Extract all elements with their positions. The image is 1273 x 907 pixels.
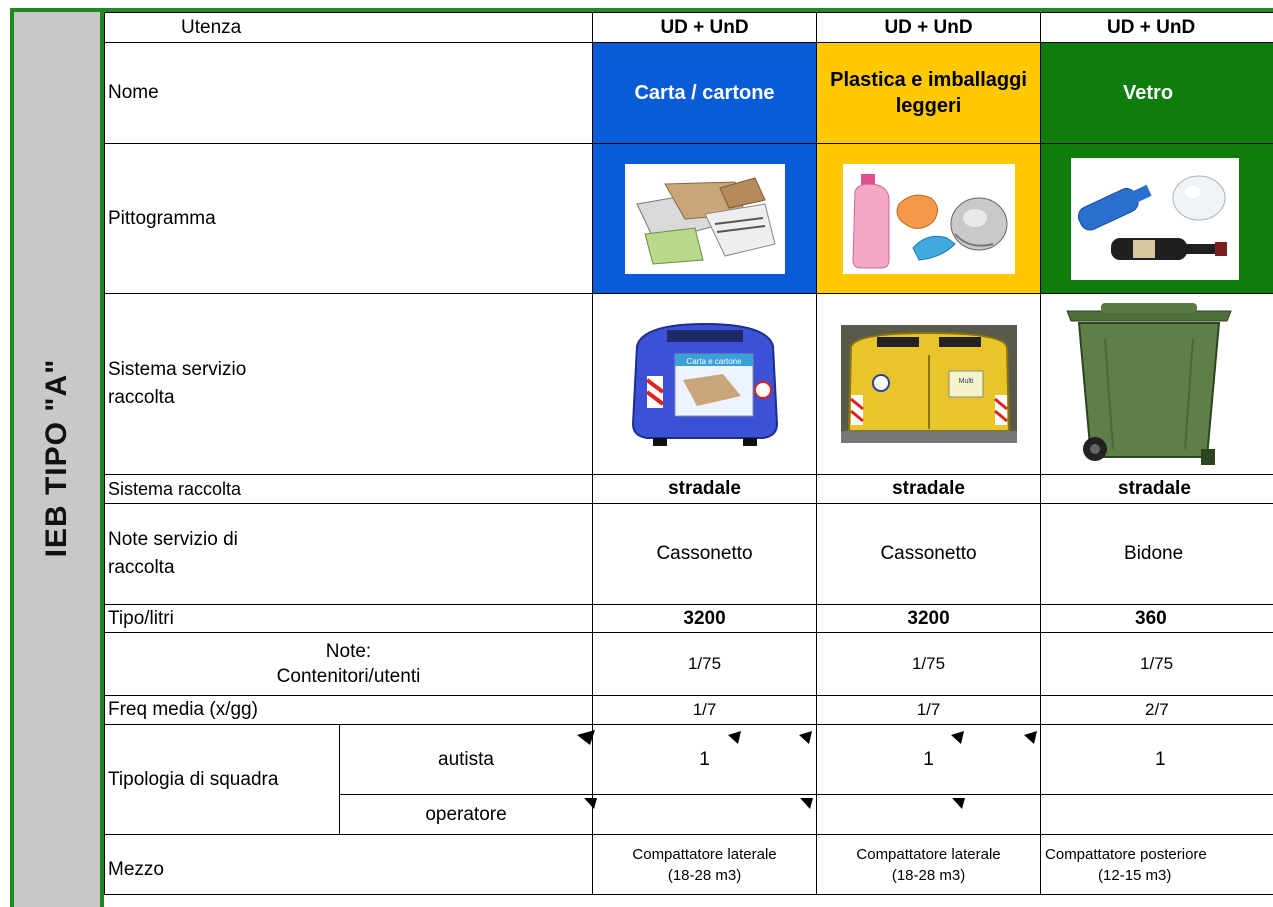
nome-label: Nome [103,42,594,144]
row-pittogramma: Pittogramma [103,143,1273,294]
row-freq-media: Freq media (x/gg) 1/7 1/7 2/7 [103,695,1273,725]
nome-plastica: Plastica e imballaggi leggeri [816,42,1042,144]
freq-media-value: 2/7 [1040,695,1273,725]
squadra-autista-value: 1 [592,724,818,795]
tipo-litri-value: 3200 [592,604,818,633]
mezzo-label: Mezzo [103,834,594,895]
paper-waste-picto-icon [624,163,785,274]
yellow-container-icon: Multi [840,325,1017,443]
sistema-raccolta-value: stradale [1040,474,1273,504]
row-squadra-operatore: operatore [105,794,1273,835]
tipo-litri-label: Tipo/litri [103,604,594,633]
green-frame [10,8,1273,907]
row-mezzo: Mezzo Compattatore laterale(18-28 m3) Co… [103,834,1273,895]
utenza-value: UD + UnD [816,12,1042,43]
pittogramma-carta-cell [592,143,818,294]
tipo-litri-value: 3200 [816,604,1042,633]
pittogramma-vetro-cell [1040,143,1273,294]
note-servizio-label: Note servizio di raccolta [103,503,594,605]
squadra-autista-value: 1 [816,724,1042,795]
blue-container-cell: Carta e cartone [592,293,818,475]
row-nome: Nome Carta / cartone Plastica e imballag… [103,42,1273,144]
sidebar [14,12,100,907]
squadra-autista-value: 1 [1040,724,1273,795]
note-servizio-value: Bidone [1040,503,1273,605]
row-note-contenitori: Note: Contenitori/utenti 1/75 1/75 1/75 [103,632,1273,696]
mezzo-value: Compattatore laterale(18-28 m3) [816,834,1042,895]
pittogramma-label: Pittogramma [103,143,594,294]
blue-container-sticker: Carta e cartone [686,357,742,366]
plastic-waste-picto-icon [842,163,1015,274]
squadra-label: Tipologia di squadra [104,724,340,835]
row-sistema-servizio: Sistema servizio raccolta Carta e carton… [103,293,1273,475]
squadra-operatore-label: operatore [338,794,594,835]
sistema-servizio-label: Sistema servizio raccolta [103,293,594,475]
note-contenitori-label: Note: Contenitori/utenti [103,632,594,696]
note-contenitori-value: 1/75 [816,632,1042,696]
yellow-container-sticker: Multi [958,378,973,385]
nome-vetro: Vetro [1040,42,1273,144]
mezzo-value: Compattatore laterale(18-28 m3) [592,834,818,895]
note-servizio-value: Cassonetto [592,503,818,605]
green-bin-cell [1040,293,1273,475]
row-squadra-autista: Tipologia di squadra autista 1 1 1 [104,724,1273,835]
freq-media-label: Freq media (x/gg) [103,695,594,725]
squadra-operatore-value [592,794,818,835]
note-servizio-value: Cassonetto [816,503,1042,605]
nome-carta: Carta / cartone [592,42,818,144]
note-contenitori-value: 1/75 [592,632,818,696]
utenza-value: UD + UnD [592,12,818,43]
blue-container-icon: Carta e cartone [623,320,787,448]
row-utenza: Utenza UD + UnD UD + UnD UD + UnD [103,12,1273,43]
sistema-raccolta-value: stradale [816,474,1042,504]
sidebar-divider [100,12,104,907]
utenza-label: Utenza [103,12,594,43]
glass-waste-picto-icon [1071,157,1240,280]
tipo-litri-value: 360 [1040,604,1273,633]
squadra-autista-label: autista [338,724,594,795]
green-wheelie-bin-icon [1061,299,1237,469]
sistema-raccolta-label: Sistema raccolta [103,474,594,504]
note-contenitori-value: 1/75 [1040,632,1273,696]
row-note-servizio: Note servizio di raccolta Cassonetto Cas… [103,503,1273,605]
squadra-operatore-value [1040,794,1273,835]
utenza-value: UD + UnD [1040,12,1273,43]
mezzo-value: Compattatore posteriore(12-15 m3) [1040,834,1273,895]
waste-table: Utenza UD + UnD UD + UnD UD + UnD Nome C… [103,12,1273,895]
freq-media-value: 1/7 [592,695,818,725]
pittogramma-plastica-cell [816,143,1042,294]
squadra-operatore-value [816,794,1042,835]
row-sistema-raccolta: Sistema raccolta stradale stradale strad… [103,474,1273,504]
freq-media-value: 1/7 [816,695,1042,725]
yellow-container-cell: Multi [816,293,1042,475]
sistema-raccolta-value: stradale [592,474,818,504]
side-title: IEB TIPO "A" [40,358,73,558]
row-tipo-litri: Tipo/litri 3200 3200 360 [103,604,1273,633]
